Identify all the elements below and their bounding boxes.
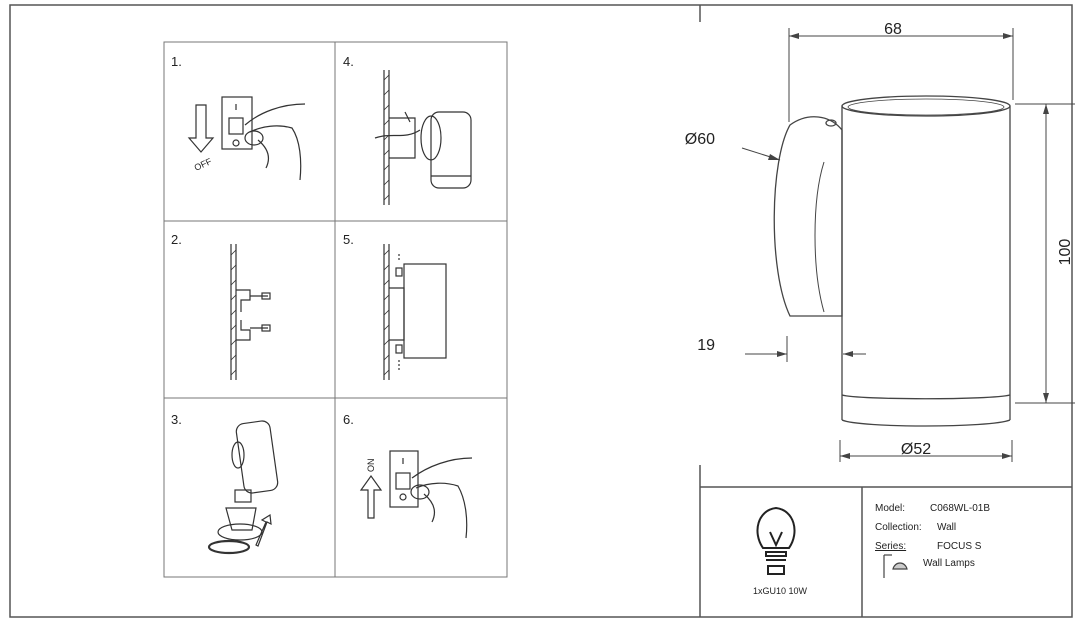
step-1-illustration bbox=[187, 96, 306, 181]
model-value: C068WL-01B bbox=[930, 503, 990, 514]
collection-value: Wall bbox=[937, 522, 956, 533]
dimension-mount-diameter-label: Ø60 bbox=[685, 131, 715, 148]
step-4-number: 4. bbox=[343, 54, 354, 69]
instruction-grid bbox=[163, 41, 508, 578]
sheet-border bbox=[9, 4, 1073, 618]
series-value: FOCUS S bbox=[937, 541, 982, 552]
dimension-lamp-diameter-label: Ø52 bbox=[901, 441, 931, 458]
dimension-lines bbox=[741, 28, 1075, 462]
dimension-height-label: 100 bbox=[1057, 239, 1074, 266]
lamp-technical-drawing bbox=[773, 95, 1011, 427]
step-4-illustration bbox=[374, 70, 472, 205]
dimension-offset-label: 19 bbox=[697, 337, 715, 354]
step-5-illustration bbox=[383, 244, 447, 380]
step-1-off-label: OFF bbox=[193, 156, 214, 173]
step-3-number: 3. bbox=[171, 412, 182, 427]
bulb-icon bbox=[756, 506, 796, 575]
step-2-number: 2. bbox=[171, 232, 182, 247]
dimension-width-label: 68 bbox=[884, 21, 902, 38]
bulb-spec-text: 1xGU10 10W bbox=[753, 586, 808, 596]
step-1-number: 1. bbox=[171, 54, 182, 69]
step-5-number: 5. bbox=[343, 232, 354, 247]
wall-lamp-icon bbox=[883, 554, 908, 578]
collection-label: Collection: bbox=[875, 522, 922, 533]
step-6-illustration bbox=[359, 450, 473, 539]
series-label: Series: bbox=[875, 541, 906, 552]
model-label: Model: bbox=[875, 503, 905, 514]
step-6-on-label: ON bbox=[366, 459, 376, 473]
step-2-illustration bbox=[230, 244, 271, 380]
step-3-illustration bbox=[207, 420, 279, 555]
category-value: Wall Lamps bbox=[923, 558, 975, 569]
step-6-number: 6. bbox=[343, 412, 354, 427]
